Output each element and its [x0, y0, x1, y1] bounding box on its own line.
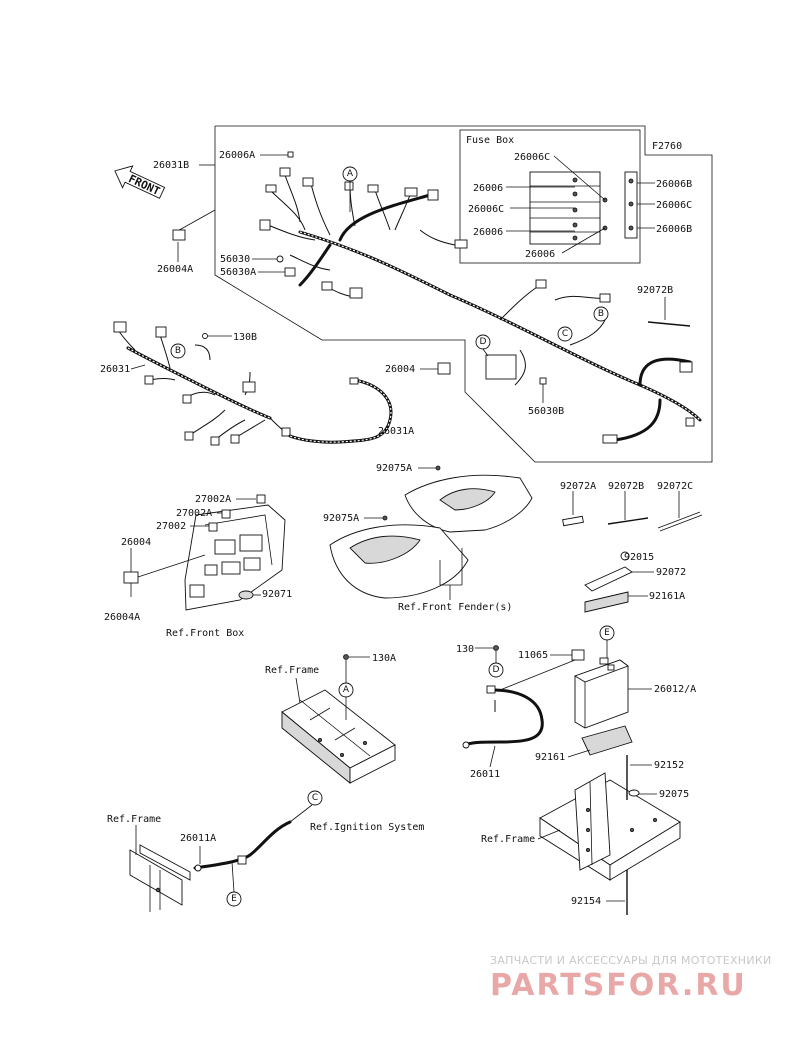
harness-frame-outline: [214, 125, 713, 463]
watermark-logo: PARTSFOR.RU: [490, 968, 747, 1003]
label-26006B-2: 26006B: [656, 224, 692, 235]
callout-A-top: A: [342, 166, 358, 212]
svg-text:B: B: [598, 309, 604, 319]
svg-text:D: D: [480, 337, 487, 347]
label-92154: 92154: [571, 896, 601, 907]
svg-text:D: D: [493, 665, 500, 675]
watermark-tagline: ЗАПЧАСТИ И АКСЕССУАРЫ ДЛЯ МОТОТЕХНИКИ: [490, 954, 772, 967]
label-26011A: 26011A: [180, 833, 216, 844]
callout-C-bottom: C: [307, 790, 323, 806]
label-92015: 92015: [624, 552, 654, 563]
callout-B-left: B: [170, 343, 186, 359]
frame-bottom-left: [129, 804, 313, 912]
label-26011: 26011: [470, 769, 500, 780]
straps-group: [562, 491, 703, 532]
svg-text:E: E: [231, 894, 237, 904]
ref-frame-2: Ref.Frame: [107, 814, 161, 825]
label-26031: 26031: [100, 364, 130, 375]
front-label: FRONT: [126, 172, 162, 198]
label-26006C-1: 26006C: [514, 152, 550, 163]
ref-front-box: Ref.Front Box: [166, 628, 244, 639]
label-130B: 130B: [233, 332, 257, 343]
label-26006C-2: 26006C: [468, 204, 504, 215]
sub-harness-26031: [113, 321, 291, 446]
callout-E-bottom: E: [226, 891, 242, 907]
ref-front-fender: Ref.Front Fender(s): [398, 602, 512, 613]
fuse-box-title: Fuse Box: [466, 135, 514, 146]
label-27002A-2: 27002A: [176, 508, 212, 519]
svg-text:A: A: [343, 685, 350, 695]
battery-cable-26011: [462, 659, 576, 749]
ref-frame-1: Ref.Frame: [265, 665, 319, 676]
label-26004-mid: 26004: [385, 364, 415, 375]
label-26006C-3: 26006C: [656, 200, 692, 211]
label-92152: 92152: [654, 760, 684, 771]
label-92072B-top: 92072B: [637, 285, 673, 296]
callout-C-top: C: [557, 326, 573, 342]
label-26004A-top: 26004A: [157, 264, 193, 275]
label-26012A: 26012/A: [654, 684, 696, 695]
label-92072A: 92072A: [560, 481, 596, 492]
label-26006A: 26006A: [219, 150, 255, 161]
front-fender: [329, 474, 533, 599]
label-56030A: 56030A: [220, 267, 256, 278]
label-56030: 56030: [220, 254, 250, 265]
label-26004-left: 26004: [121, 537, 151, 548]
label-92072: 92072: [656, 567, 686, 578]
label-26006-2: 26006: [473, 227, 503, 238]
harness-26031A: [288, 377, 393, 444]
callout-D-cable: D: [488, 651, 504, 678]
label-92161: 92161: [535, 752, 565, 763]
callout-E-battery: E: [599, 625, 615, 641]
front-box: [123, 494, 286, 611]
label-92072C: 92072C: [657, 481, 693, 492]
svg-text:B: B: [175, 346, 181, 356]
label-92161A: 92161A: [649, 591, 685, 602]
label-26006B-1: 26006B: [656, 179, 692, 190]
label-26031A: 26031A: [378, 426, 414, 437]
svg-text:C: C: [562, 329, 568, 339]
label-130: 130: [456, 644, 474, 655]
svg-text:E: E: [604, 628, 610, 638]
label-92075A-2: 92075A: [323, 513, 359, 524]
label-11065: 11065: [518, 650, 548, 661]
label-26004A-left: 26004A: [104, 612, 140, 623]
main-wiring-harness: [173, 167, 702, 444]
callout-B-top: B: [593, 306, 609, 322]
label-26031B: 26031B: [153, 160, 189, 171]
label-27002A-1: 27002A: [195, 494, 231, 505]
label-92075: 92075: [659, 789, 689, 800]
label-26006-3: 26006: [525, 249, 555, 260]
label-92072B: 92072B: [608, 481, 644, 492]
battery-tray: [539, 755, 681, 915]
frame-center: [281, 660, 396, 784]
ref-ignition-system: Ref.Ignition System: [310, 822, 424, 833]
ref-frame-3: Ref.Frame: [481, 834, 535, 845]
svg-text:C: C: [312, 793, 318, 803]
label-92071: 92071: [262, 589, 292, 600]
fuse-box-inset: Fuse Box: [459, 129, 655, 264]
label-92075A-1: 92075A: [376, 463, 412, 474]
callout-A-frame: A: [338, 682, 354, 698]
label-26006-1: 26006: [473, 183, 503, 194]
callout-D-top: D: [475, 334, 491, 357]
label-130A: 130A: [372, 653, 396, 664]
label-27002: 27002: [156, 521, 186, 532]
battery-group: [571, 551, 633, 756]
label-56030B: 56030B: [528, 406, 564, 417]
figure-code: F2760: [652, 141, 682, 152]
svg-text:A: A: [347, 169, 354, 179]
